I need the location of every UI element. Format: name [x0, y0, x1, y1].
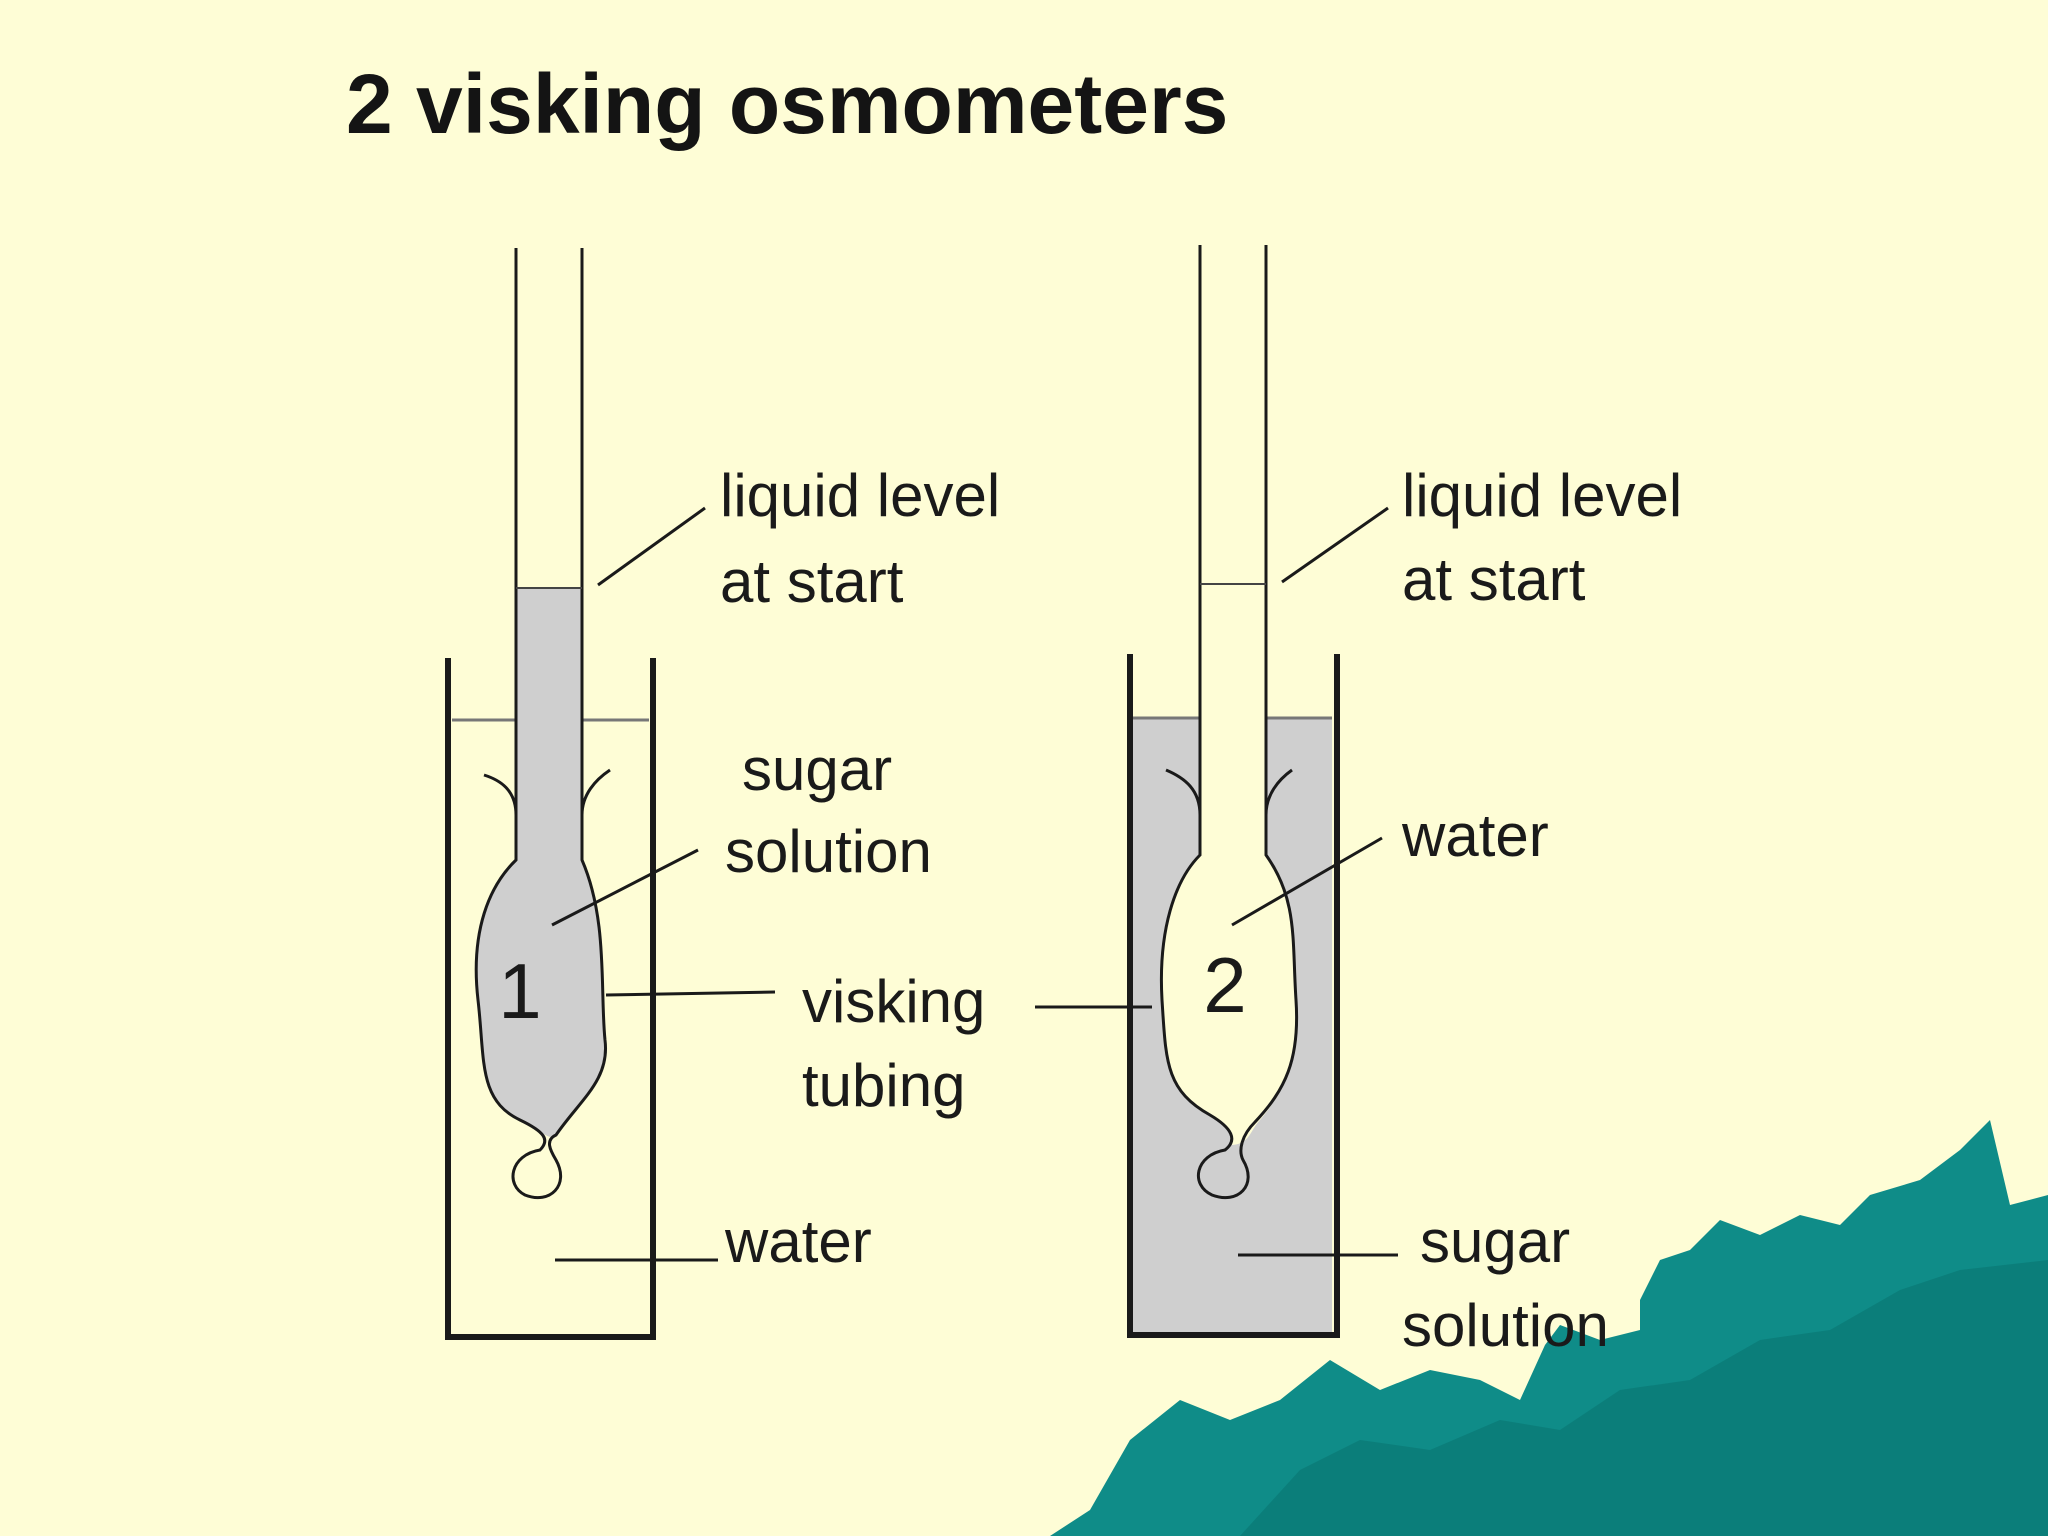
- osmometer-2-inside-label: water: [1401, 802, 1549, 869]
- osmometer-2-tube-inside: [1200, 584, 1266, 859]
- osmometer-1-level-leader: [597, 506, 706, 587]
- osmometer-2-level-leader: [1281, 506, 1389, 584]
- osmometer-1-inside-label-line2: solution: [725, 818, 932, 885]
- osmometer-1: 1 liquid level at start sugar solution w…: [445, 248, 1000, 1340]
- osmometer-2-beaker: [1127, 654, 1340, 1338]
- osmometer-1-number: 1: [498, 947, 541, 1035]
- osmometer-1-tubing-leader: [605, 990, 776, 997]
- osmometer-1-beaker: [445, 658, 656, 1340]
- osmometer-1-tube-fill: [516, 588, 582, 863]
- osmometer-1-outside-label: water: [724, 1208, 872, 1275]
- osmometer-1-visking-sac: [474, 768, 611, 1200]
- osmometer-1-inside-leader: [551, 848, 699, 927]
- osmometer-2-level-label-line2: at start: [1402, 546, 1586, 613]
- osmometer-1-inside-label-line1: sugar: [742, 736, 892, 803]
- teal-mountains-decoration: [1050, 1120, 2048, 1536]
- visking-tubing-label: visking tubing: [802, 968, 985, 1119]
- osmometer-1-level-label-line1: liquid level: [720, 462, 1000, 529]
- visking-tubing-label-line1: visking: [802, 968, 985, 1035]
- slide-title: 2 visking osmometers: [346, 57, 1229, 151]
- osmometer-1-level-label-line2: at start: [720, 548, 904, 615]
- osmometer-2-sac-fill: [1161, 855, 1297, 1145]
- osmometer-2-visking-sac: [1159, 768, 1299, 1200]
- osmometer-2-level-label-line1: liquid level: [1402, 462, 1682, 529]
- osmometer-2-outside-label-line1: sugar: [1420, 1208, 1570, 1275]
- osmometer-1-sac-fill: [476, 860, 606, 1137]
- osmometer-2-outside-label-line2: solution: [1402, 1292, 1609, 1359]
- visking-tubing-label-line2: tubing: [802, 1052, 965, 1119]
- osmometer-2-number: 2: [1203, 941, 1246, 1029]
- osmometer-2: 2 liquid level at start water sugar solu…: [1035, 245, 1682, 1359]
- osmometer-2-inside-leader: [1231, 836, 1383, 927]
